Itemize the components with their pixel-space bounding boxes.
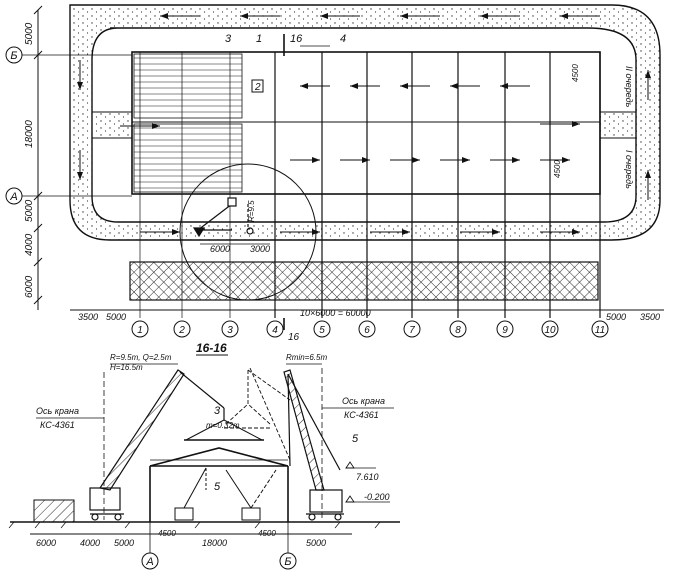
road-ring [69,4,661,241]
load-callout: 3 [214,405,221,417]
dim-3000: 3000 [250,244,270,254]
svg-text:Б: Б [10,50,17,62]
section-16-16: 16-16 5 5 [8,341,400,570]
svg-text:6: 6 [364,325,370,336]
right-crane [283,369,344,521]
site-plan: R=9.5 5000 18000 5000 4000 6000 Б А 3500 [5,4,664,343]
elevation-marks: 7.610 -0.200 [345,461,390,503]
axis-bubble-5: 5 [313,320,331,338]
svg-text:3500: 3500 [78,312,98,322]
axis-bubble-11: 11 [591,320,609,338]
svg-text:16: 16 [288,332,300,343]
stage-2-label: II очередь [624,66,634,108]
svg-text:4: 4 [340,33,346,45]
svg-text:6000: 6000 [24,275,35,298]
section-bottom-dims: 6000 4000 5000 4500 18000 4500 5000 [36,529,326,548]
svg-text:6000: 6000 [36,538,56,548]
svg-text:А: А [9,191,17,203]
building-outline [131,51,601,195]
inner-callout-2: 5 [352,433,359,445]
stage-1-label: I очередь [624,150,634,189]
svg-text:8: 8 [455,325,461,336]
left-crane-axis-label-1: Ось крана [36,406,79,416]
svg-text:5000: 5000 [306,538,326,548]
right-crane-axis-label-1: Ось крана [342,396,385,406]
svg-text:4000: 4000 [80,538,100,548]
erected-roof-slabs [133,53,243,193]
dim-6000: 6000 [210,244,230,254]
axis-bubble-4: 4 [266,320,284,338]
crane-in-plan [192,197,254,238]
svg-text:5000: 5000 [24,199,35,222]
axis-bubble-a: А [5,187,132,205]
svg-text:10×6000 = 60000: 10×6000 = 60000 [300,308,371,318]
svg-text:3: 3 [225,33,232,45]
svg-text:16: 16 [290,33,303,45]
dimension-tick [33,223,43,233]
dimension-tick [33,295,43,305]
svg-text:4: 4 [272,325,278,336]
svg-text:4500: 4500 [158,529,176,538]
axis-bubble-b: Б [5,46,132,64]
right-crane-axis-label-2: КС-4361 [344,410,379,420]
svg-text:2: 2 [178,325,185,336]
svg-text:5000: 5000 [606,312,626,322]
svg-text:5000: 5000 [114,538,134,548]
axis-bubble-10: 10 [541,320,559,338]
left-crane-param-2: H=16.5m [110,363,143,372]
axis-bubble-7: 7 [403,320,421,338]
axis-bubble-2: 2 [173,320,191,338]
inner-cranes [174,467,277,521]
left-crane-axis-label-2: КС-4361 [40,420,75,430]
svg-text:4500: 4500 [258,529,276,538]
bottom-dimension-labels: 3500 5000 10×6000 = 60000 5000 3500 [78,308,660,322]
bay-dim-2: 4500 [553,160,562,178]
right-crane-param: Rmin=6.5m [286,353,327,362]
svg-text:7.610: 7.610 [356,472,379,482]
building-frame [149,447,289,522]
left-dimension-labels: 5000 18000 5000 4000 6000 [24,22,35,298]
svg-text:10: 10 [544,325,556,336]
svg-text:Б: Б [284,556,291,568]
svg-text:1: 1 [137,325,143,336]
radius-note: R=9.5 [247,200,256,222]
svg-text:1: 1 [256,33,262,45]
svg-text:3: 3 [227,325,233,336]
plan-callouts: 3 1 16 4 2 16 [225,33,346,343]
axis-number-bubbles: 1 2 3 4 5 6 7 8 9 10 11 [131,320,609,338]
dimension-tick [33,257,43,267]
left-crane [89,369,225,521]
axis-bubble-3: 3 [221,320,239,338]
load-mass: m=0.32т [206,421,240,430]
bay-dim-1: 4500 [571,64,580,82]
axis-bubble-8: 8 [449,320,467,338]
svg-text:4000: 4000 [24,233,35,256]
svg-text:3500: 3500 [640,312,660,322]
section-axis-a: А [141,522,159,570]
svg-text:11: 11 [595,325,605,336]
inner-callout-1: 5 [214,481,221,493]
svg-text:5000: 5000 [24,22,35,45]
dimension-tick [33,5,43,15]
axis-bubble-6: 6 [358,320,376,338]
left-load [184,419,264,441]
svg-text:2: 2 [254,82,261,93]
svg-text:9: 9 [502,325,508,336]
svg-text:18000: 18000 [24,120,35,148]
axis-bubble-9: 9 [496,320,514,338]
traffic-arrows [77,13,651,235]
svg-text:7: 7 [409,325,415,336]
svg-text:А: А [145,556,153,568]
section-axis-b: Б [279,522,297,570]
svg-text:18000: 18000 [202,538,227,548]
svg-text:5000: 5000 [106,312,126,322]
axis-bubble-1: 1 [131,320,149,338]
left-crane-param-1: R=9.5m, Q=2.5m [110,353,172,362]
material-stack [33,499,75,523]
section-title: 16-16 [196,341,227,355]
svg-text:5: 5 [319,325,325,336]
svg-text:-0.200: -0.200 [364,492,390,502]
